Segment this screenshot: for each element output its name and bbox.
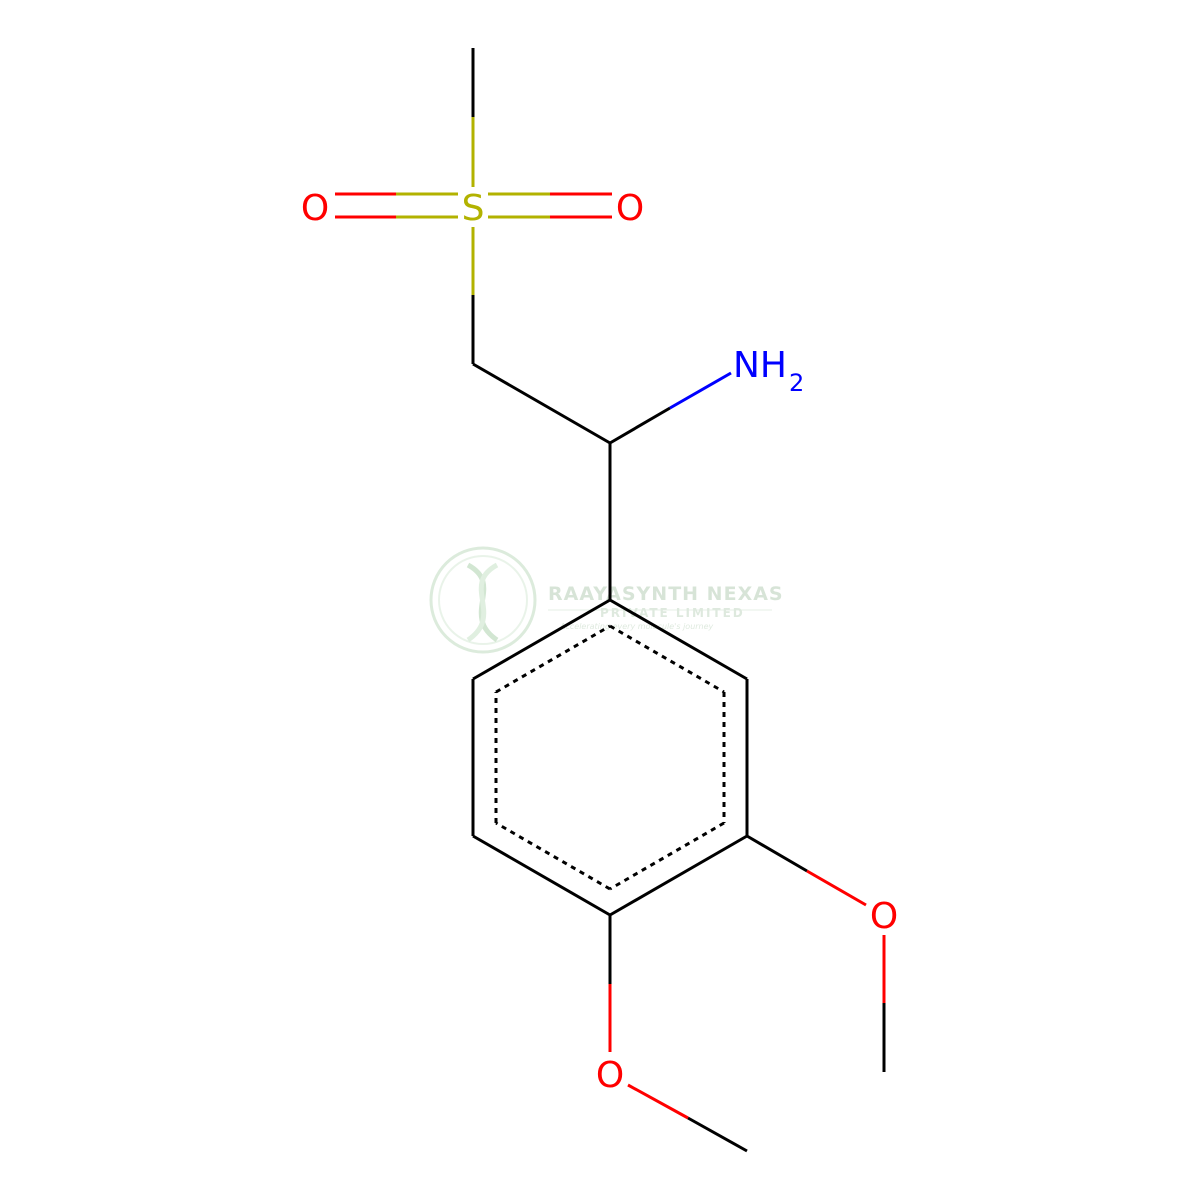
ring-bond	[472, 598, 611, 681]
atom-amine: NH	[733, 345, 787, 386]
aromatic-bond	[495, 624, 611, 694]
atom-oxygen-para: O	[596, 1055, 624, 1096]
bond-methine-amine	[669, 371, 732, 410]
watermark-title: RAAYASYNTH NEXAS	[548, 583, 784, 605]
watermark: RAAYASYNTH NEXAS PRIVATE LIMITED Acceler…	[429, 546, 784, 654]
watermark-logo-inner-ring	[438, 555, 528, 645]
bond-ring-oxygen-meta	[806, 869, 867, 907]
aromatic-bond	[609, 821, 725, 891]
bond-ring-oxygen-meta	[746, 834, 808, 873]
watermark-dna-strand-icon	[466, 562, 499, 643]
ring-bond	[609, 598, 748, 681]
bond-methine-amine	[609, 406, 671, 445]
atom-labels: S O O NH 2 O O	[301, 188, 898, 1096]
atom-amine-subscript: 2	[789, 369, 804, 397]
atom-oxygen-right: O	[616, 188, 644, 229]
bond-methylene-methine	[472, 362, 611, 445]
aromatic-bond	[495, 821, 611, 891]
aromatic-bond	[609, 624, 725, 694]
bonds	[335, 48, 886, 1153]
atom-oxygen-meta: O	[870, 896, 898, 937]
watermark-tagline: Accelerating every molecule's journey	[559, 622, 714, 631]
atom-sulfur: S	[462, 188, 485, 229]
ring-bond	[609, 834, 748, 917]
watermark-dna-strand-icon	[466, 562, 499, 643]
bond-oxygen-methyl-para	[687, 1116, 748, 1153]
atom-oxygen-left: O	[301, 188, 329, 229]
bond-oxygen-methyl-para	[627, 1083, 689, 1120]
aromatic-inner-ring	[494, 624, 726, 891]
ring-bond	[472, 834, 611, 917]
watermark-logo-ring	[429, 546, 537, 654]
